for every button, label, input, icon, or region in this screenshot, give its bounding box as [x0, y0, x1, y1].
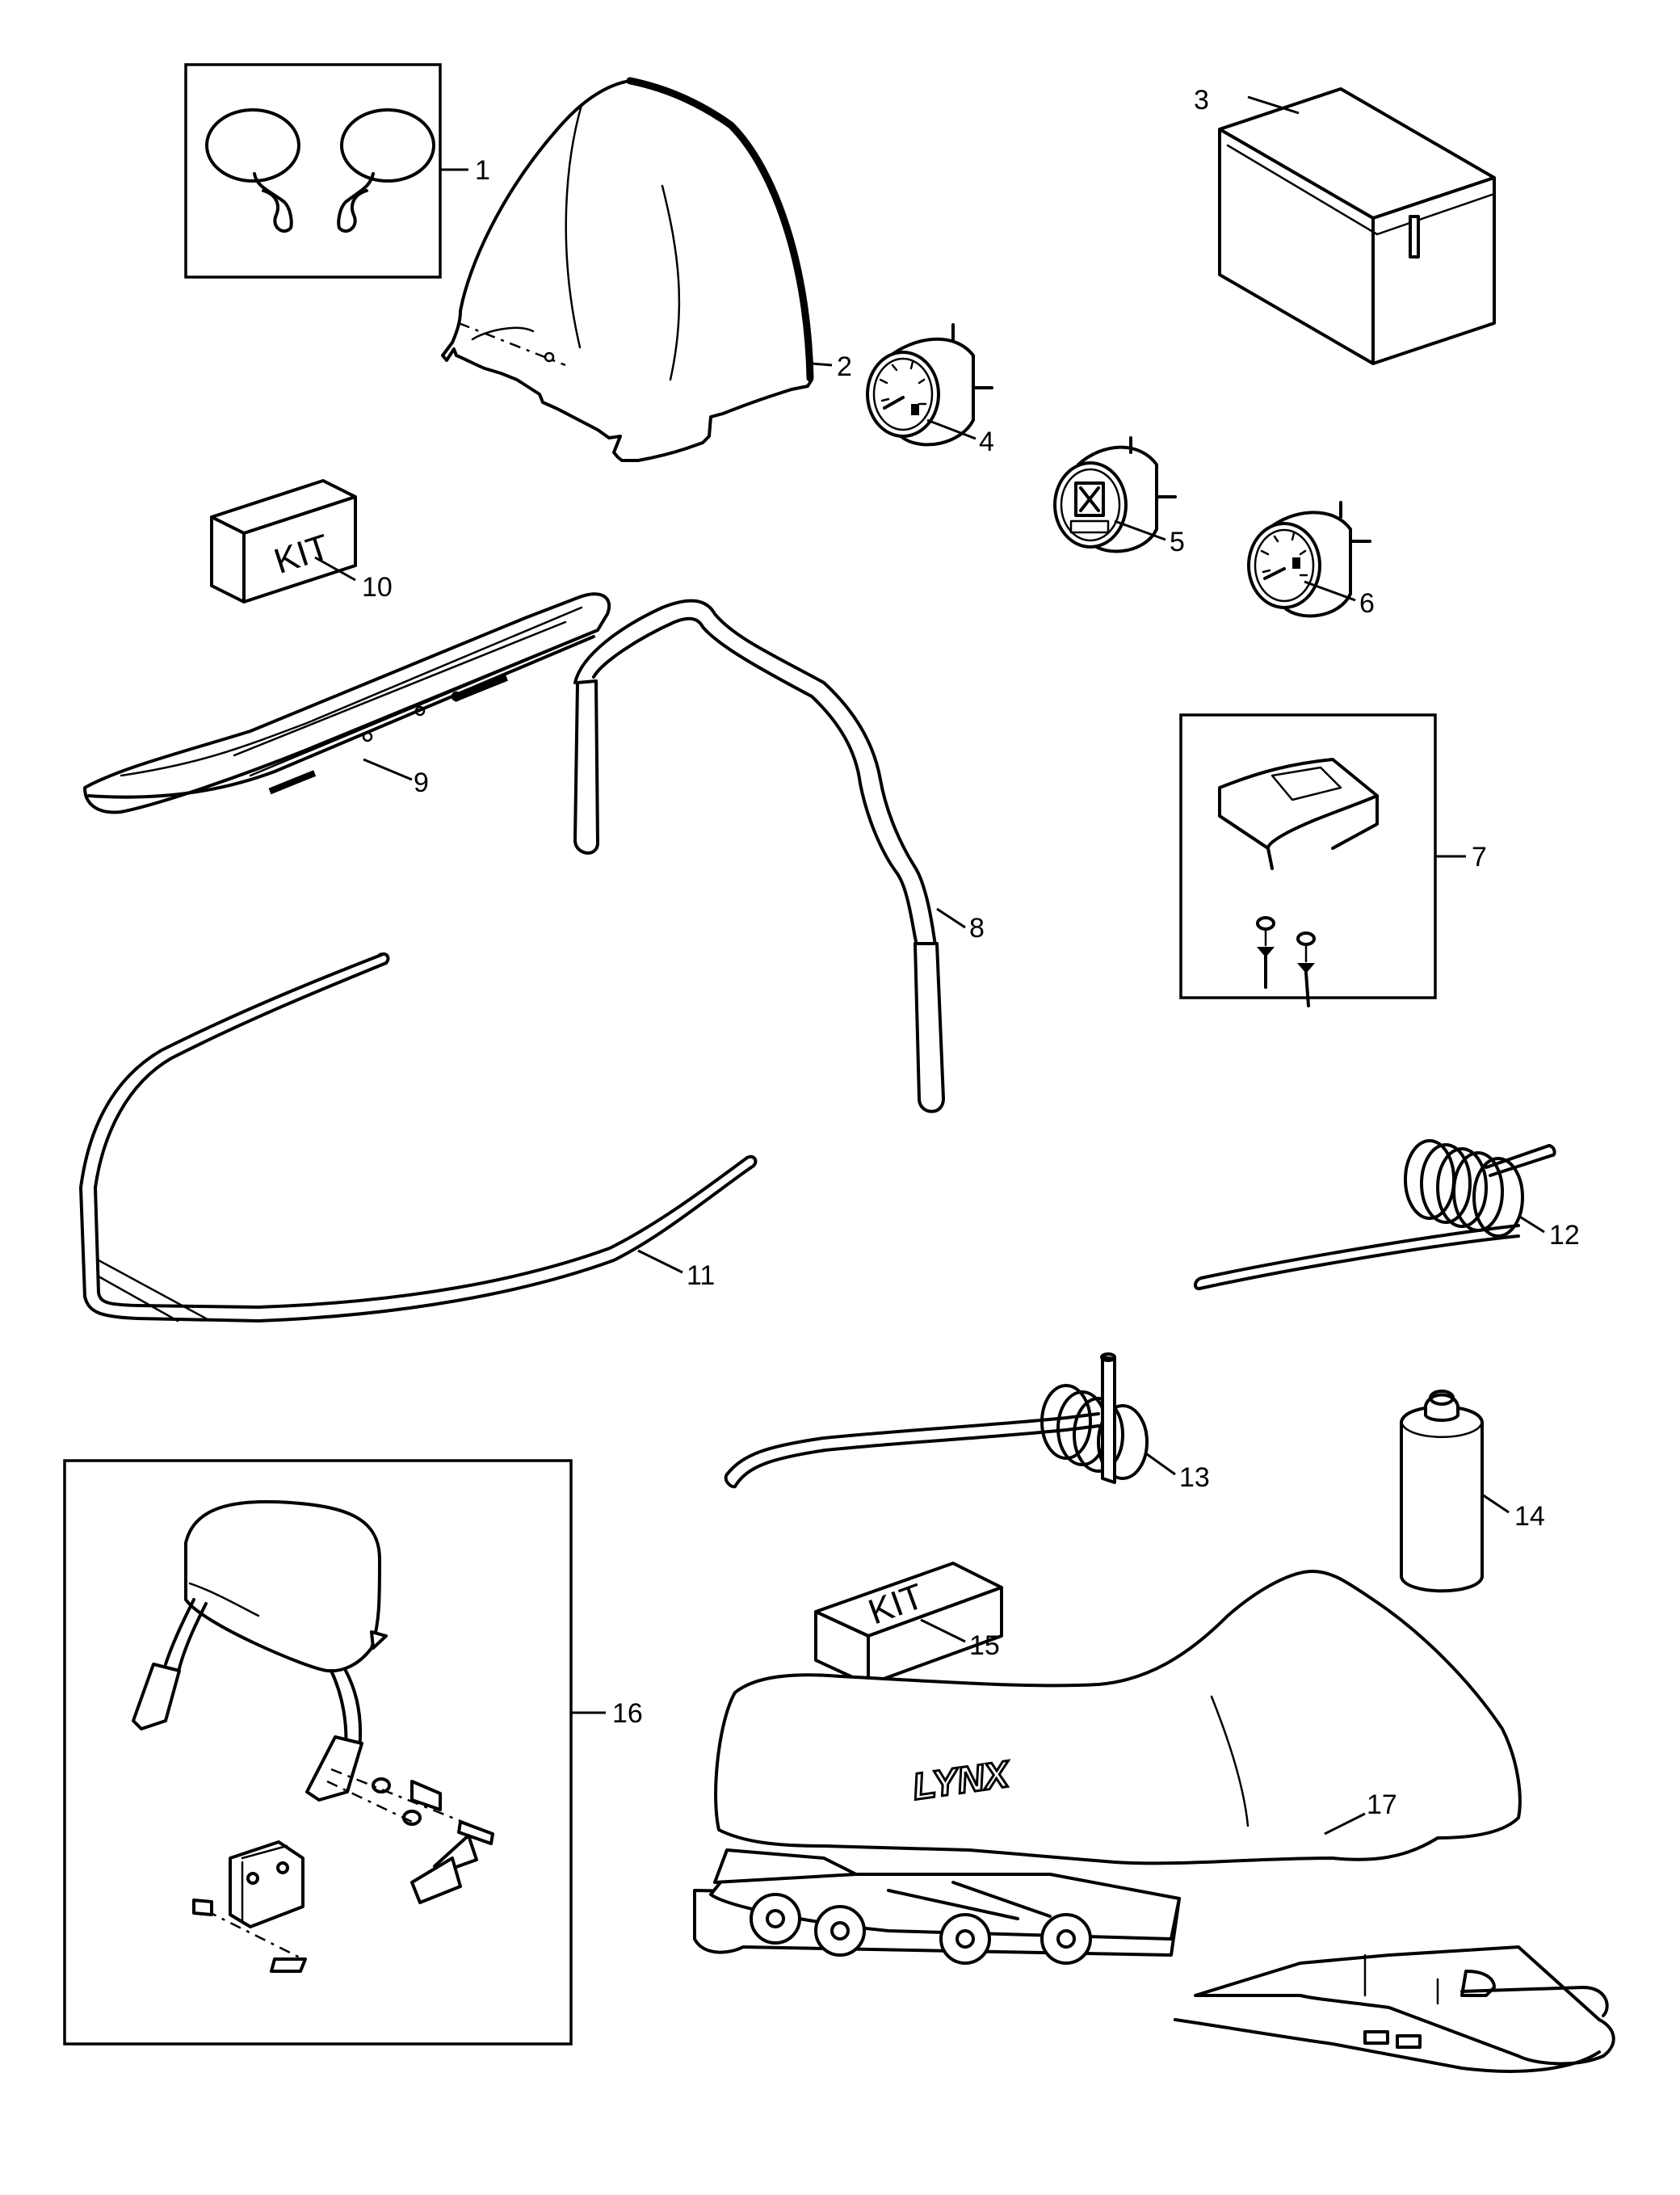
- callout-12: 12: [1549, 1220, 1580, 1251]
- part-10-kit: KIT: [210, 479, 357, 603]
- callout-13: 13: [1179, 1462, 1210, 1493]
- part-7-pad: [1179, 713, 1437, 1007]
- callout-labels: 1 2 3 4 5 6 7 8 9 10 11 12 13 14 15 16 1…: [362, 85, 1580, 1820]
- part-7-box: [1179, 713, 1437, 999]
- callout-17: 17: [1367, 1789, 1397, 1820]
- callout-2: 2: [837, 351, 852, 382]
- part-2-windshield: [441, 77, 814, 462]
- part-14-can: [1400, 1390, 1484, 1593]
- part-3-box: [1218, 87, 1496, 365]
- part-8-bar: [573, 599, 945, 1113]
- callout-15: 15: [969, 1630, 1000, 1661]
- callout-leaders: [314, 95, 1545, 1835]
- callout-3: 3: [1194, 85, 1209, 116]
- part-13-spring: [724, 1352, 1149, 1489]
- part-17-cover: LYNX: [693, 1570, 1615, 2073]
- part-16-box: [63, 1459, 573, 2046]
- part-5-gauge: [1053, 436, 1177, 553]
- part-11-bumper: [79, 952, 758, 1322]
- callout-6: 6: [1359, 588, 1375, 619]
- callout-10: 10: [362, 572, 393, 603]
- callout-9: 9: [414, 767, 429, 798]
- part-15-kit: KIT: [814, 1562, 1003, 1686]
- part-4-gauge: [866, 323, 993, 447]
- part-1-mirrors: [184, 63, 442, 279]
- callout-14: 14: [1514, 1501, 1545, 1532]
- callout-4: 4: [979, 427, 994, 457]
- part-12-spring: [1194, 1139, 1556, 1290]
- callout-7: 7: [1472, 842, 1487, 873]
- callout-16: 16: [612, 1698, 643, 1729]
- callout-1: 1: [475, 155, 490, 186]
- part-1-box: [184, 63, 442, 279]
- callout-8: 8: [969, 913, 985, 944]
- part-9-ski: [83, 592, 611, 814]
- part-16-backrest: [63, 1459, 573, 2046]
- callout-5: 5: [1170, 527, 1185, 557]
- callout-11: 11: [687, 1260, 715, 1291]
